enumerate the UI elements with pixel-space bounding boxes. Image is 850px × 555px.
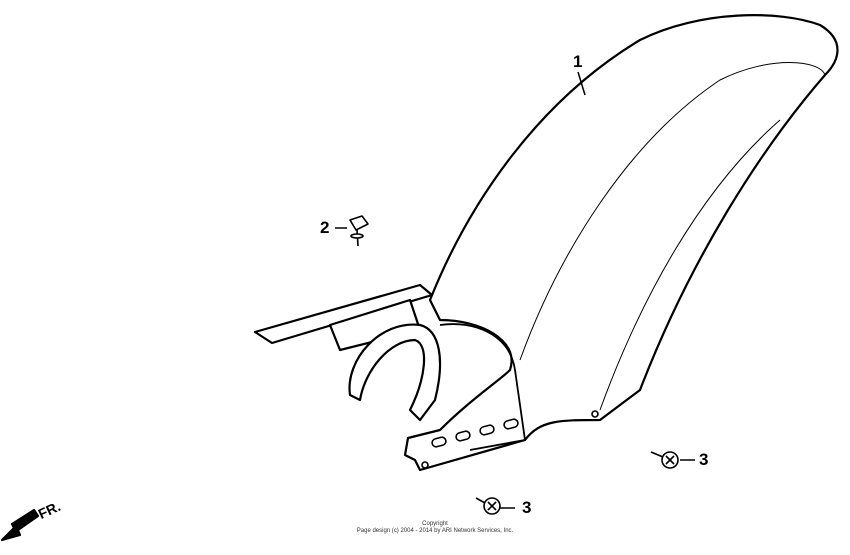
fender-part bbox=[403, 14, 839, 472]
copyright-line2: Page design (c) 2004 - 2014 by ARI Netwo… bbox=[356, 528, 514, 534]
callout-1: 1 bbox=[573, 52, 583, 71]
callout-2: 2 bbox=[320, 218, 330, 237]
callout-3-second: 3 bbox=[522, 498, 532, 517]
copyright-line1: Copyright bbox=[422, 521, 448, 527]
bolt-icon bbox=[349, 215, 369, 247]
callout-3: 3 bbox=[699, 450, 709, 469]
front-arrow-icon bbox=[0, 508, 40, 542]
screw-icon bbox=[475, 451, 679, 515]
copyright-footer: Copyright Page design (c) 2004 - 2014 by… bbox=[320, 521, 550, 535]
